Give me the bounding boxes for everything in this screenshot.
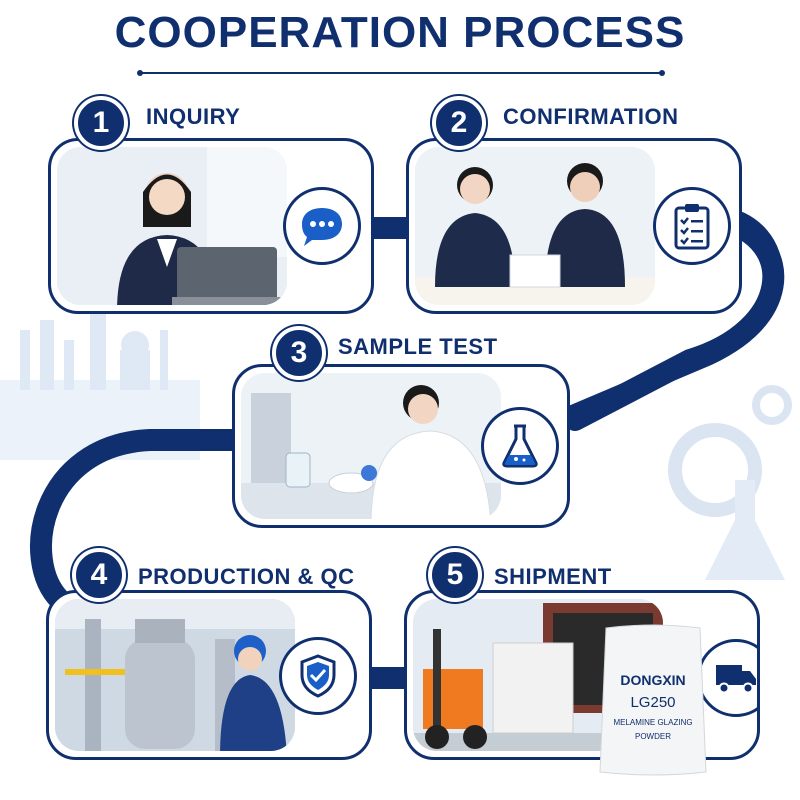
production-photo: [55, 599, 295, 751]
step-card-inquiry: [48, 138, 374, 314]
bag-shape: [599, 624, 707, 776]
bag-brand: DONGXIN: [620, 672, 686, 688]
sample-test-photo: [241, 373, 501, 519]
bag-line-1: MELAMINE GLAZING: [613, 718, 693, 727]
step-label-shipment: SHIPMENT: [494, 564, 612, 589]
step-number-4: 4: [72, 548, 126, 602]
chat-bubble-icon: [283, 187, 361, 265]
clipboard-checklist-icon: [653, 187, 731, 265]
title-underline: [137, 70, 665, 76]
factory-illustration: [55, 599, 295, 751]
step-number-2: 2: [432, 96, 486, 150]
bag-model: LG250: [630, 694, 676, 711]
step-label-production-qc: PRODUCTION & QC: [138, 564, 355, 589]
truck-icon: [697, 639, 757, 717]
shield-check-icon: [279, 637, 357, 715]
step-number-5: 5: [428, 548, 482, 602]
flask-decor: [705, 480, 785, 580]
step-label-confirmation: CONFIRMATION: [503, 104, 679, 129]
process-path-connector: [566, 206, 783, 424]
step-number-1: 1: [74, 96, 128, 150]
inquiry-photo: [57, 147, 287, 305]
step-label-sample-test: SAMPLE TEST: [338, 334, 498, 359]
gear-decor: [668, 385, 792, 517]
step-card-sample-test: [232, 364, 570, 528]
lab-illustration: [241, 373, 501, 519]
meeting-illustration: [415, 147, 655, 305]
operator-illustration: [57, 147, 287, 305]
step-card-production-qc: [46, 590, 372, 760]
step-card-confirmation: [406, 138, 742, 314]
step-number-3: 3: [272, 326, 326, 380]
product-bag: DONGXIN LG250 MELAMINE GLAZING POWDER: [598, 622, 708, 778]
page-title: COOPERATION PROCESS: [114, 8, 686, 57]
flask-icon: [481, 407, 559, 485]
bag-line-2: POWDER: [635, 732, 671, 741]
confirmation-photo: [415, 147, 655, 305]
step-label-inquiry: INQUIRY: [146, 104, 241, 129]
